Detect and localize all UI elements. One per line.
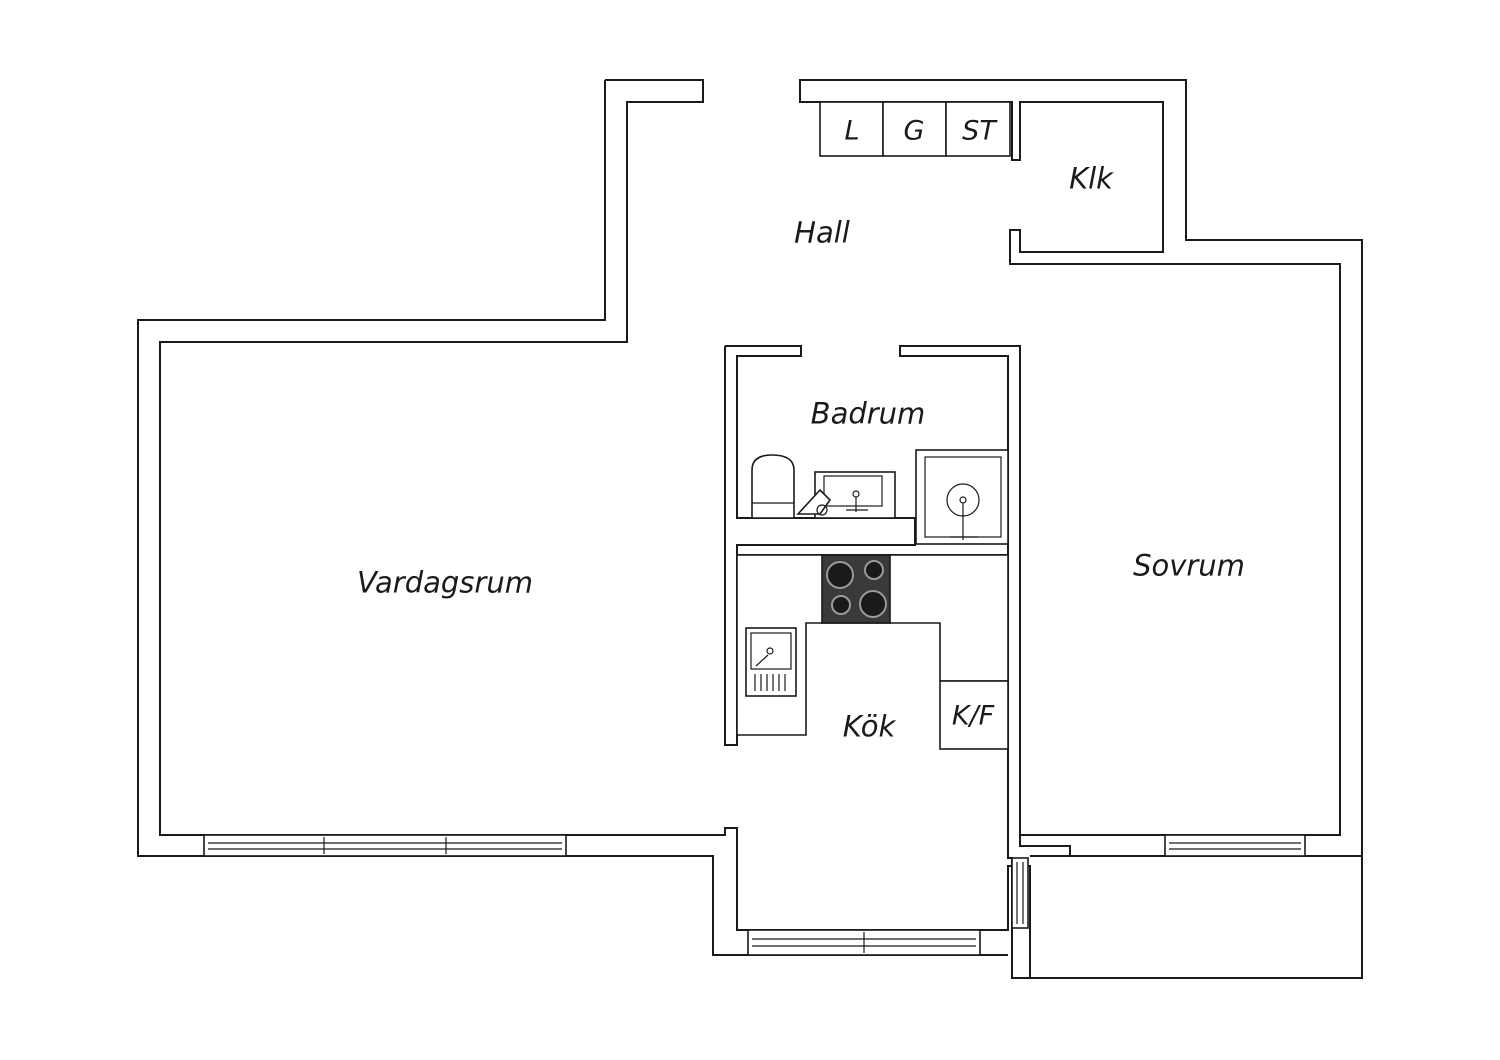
room-label-hall: Hall: [794, 215, 850, 250]
room-label-vardagsrum: Vardagsrum: [357, 565, 533, 600]
kitchen-fixtures: [736, 554, 1009, 750]
storage-label-st: ST: [962, 115, 996, 147]
room-label-badrum: Badrum: [810, 396, 926, 431]
bathroom-fixtures: [751, 449, 1009, 545]
room-label-kok: Kök: [842, 709, 896, 744]
storage-label-l: L: [844, 115, 860, 147]
storage-label-g: G: [903, 115, 925, 147]
hall-cabinets: [819, 101, 1011, 157]
storage-label-kf: K/F: [951, 700, 995, 732]
windows: [203, 834, 1306, 956]
room-label-sovrum: Sovrum: [1133, 548, 1245, 583]
room-label-klk: Klk: [1069, 161, 1113, 196]
